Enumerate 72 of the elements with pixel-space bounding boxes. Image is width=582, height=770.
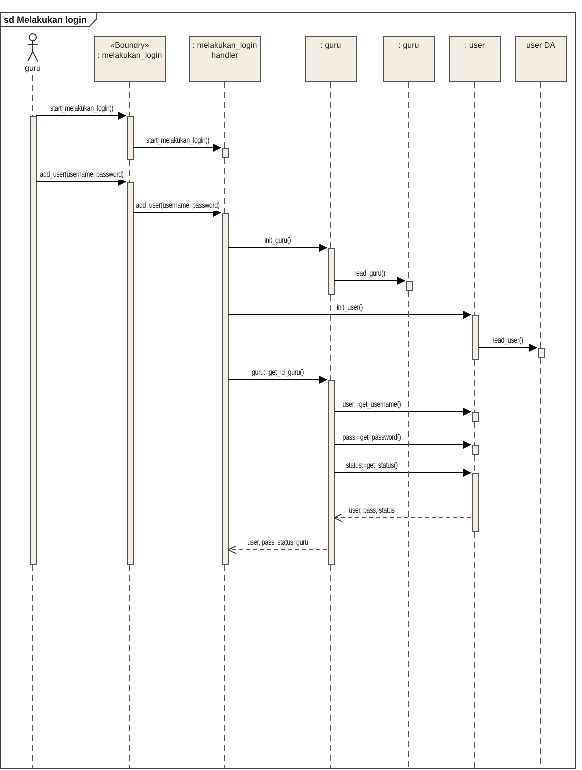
lifeline [32,564,34,768]
message-label: user, pass, status [348,506,396,516]
participant-box [449,36,501,82]
lifeline [330,564,332,768]
object-name: : guru [320,41,342,51]
message-label: pass:=get_password() [342,433,402,443]
message-arrow [334,277,406,285]
message-label: read_user() [492,336,524,346]
lifeline [474,532,476,768]
activation-bar [222,213,228,565]
activation-bar [126,116,134,160]
activation-bar [328,380,334,565]
activation-bar [30,116,36,565]
lifeline [474,422,476,446]
frame-title: sd Melakukan login [1,13,98,27]
lifeline [32,74,34,116]
activation-bar [222,148,228,158]
message-arrow [228,244,328,252]
lifeline [408,290,410,768]
object-name: user DA [526,41,556,51]
message-arrow [36,112,127,120]
activation-bar [538,348,544,358]
participant-box [383,36,435,82]
actor-name: guru [25,64,41,74]
lifeline [474,454,476,474]
return-arrow [334,514,472,522]
activation-bar [472,473,478,532]
message-label: user:=get_username() [342,400,402,410]
activation-bar [472,445,478,455]
message-arrow [133,144,222,152]
lifeline [540,82,542,348]
activation-bar [472,315,478,360]
message-arrow [334,441,472,449]
sequence-frame [0,12,576,769]
object-name: : guru [398,41,420,51]
lifeline [330,294,332,380]
message-arrow [334,408,472,416]
activation-bar [328,248,334,295]
message-arrow [133,209,222,217]
lifeline [224,82,226,148]
message-label: guru:=get_id_guru() [251,368,305,378]
message-label: user, pass, status, guru [246,538,310,548]
activation-bar [126,182,134,565]
message-arrow [228,376,328,384]
lifeline [224,564,226,768]
message-arrow [36,178,127,186]
message-arrow [228,311,472,319]
message-label: status:=get_status() [345,461,399,471]
message-arrow [478,344,538,352]
lifeline [330,82,332,248]
participant-box [305,36,357,82]
message-label: init_user() [336,303,364,313]
activation-bar [406,281,412,291]
object-name: : melakukan_login [96,51,164,61]
lifeline [474,360,476,412]
message-arrow [334,469,472,477]
message-label: init_guru() [264,236,292,246]
object-name: : user [464,41,486,51]
stereotype-label: «Boundry» [110,41,150,51]
object-name: : melakukan_login handler [192,41,258,61]
participant-box [515,36,567,82]
participant-box [189,36,261,82]
lifeline [224,158,226,214]
message-label: read_guru() [354,269,386,279]
message-label: start_melakukan_login() [145,136,210,146]
message-label: add_user(username, password) [38,170,124,180]
return-arrow [228,546,328,554]
lifeline [474,82,476,316]
message-label: start_melakukan_login() [49,104,114,114]
message-label: add_user(username, password) [134,201,220,211]
participant-box [94,36,166,82]
activation-bar [472,412,478,422]
